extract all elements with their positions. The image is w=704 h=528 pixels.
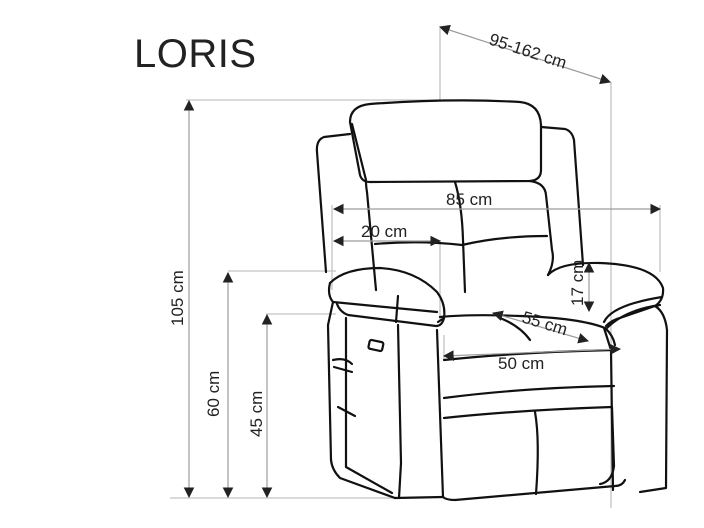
armrest-height-label: 60 cm	[204, 371, 223, 417]
product-title: LORIS	[134, 32, 257, 76]
armrest-width-label: 20 cm	[361, 222, 407, 241]
total-width-label: 85 cm	[446, 190, 492, 209]
seat-height-label: 45 cm	[247, 391, 266, 437]
armrest-above-seat-label: 17 cm	[568, 260, 587, 306]
seat-depth-label: 55 cm	[520, 308, 570, 340]
chair-outline	[315, 99, 669, 502]
seat-width-label: 50 cm	[498, 354, 544, 373]
dimension-lines	[183, 24, 662, 499]
depth-label: 95-162 cm	[487, 30, 569, 73]
total-height-label: 105 cm	[168, 270, 187, 326]
